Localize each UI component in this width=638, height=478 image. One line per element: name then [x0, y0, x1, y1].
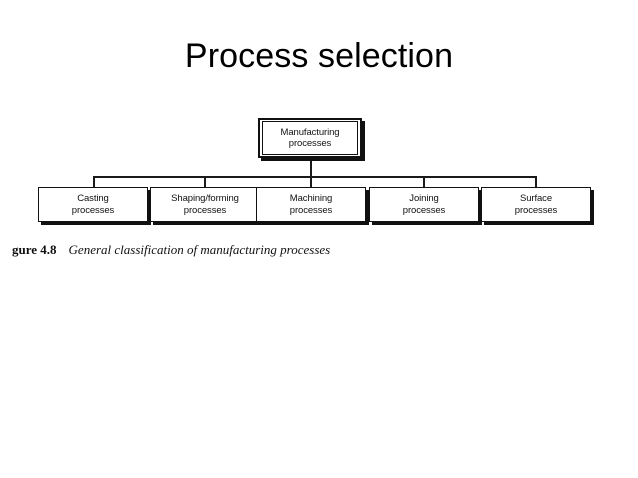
connector-drop-joining [423, 176, 425, 187]
connector-horizontal-bus [93, 176, 537, 178]
connector-drop-casting [93, 176, 95, 187]
figure-caption-number: gure 4.8 [12, 242, 57, 257]
node-machining-processes: Machining processes [256, 187, 366, 222]
node-label: Machining processes [289, 193, 333, 216]
node-inner-frame: Manufacturing processes [262, 121, 358, 155]
figure-caption: gure 4.8 General classification of manufa… [12, 242, 330, 258]
connector-drop-shaping [204, 176, 206, 187]
node-label: Manufacturing processes [280, 126, 340, 150]
connector-root-vertical [310, 158, 312, 178]
connector-drop-surface [535, 176, 537, 187]
node-label: Joining processes [402, 193, 446, 216]
node-label: Casting processes [71, 193, 115, 216]
page-title: Process selection [184, 37, 454, 75]
node-shaping-forming-processes: Shaping/forming processes [150, 187, 260, 222]
figure-caption-text: General classification of manufacturing … [68, 242, 331, 257]
node-manufacturing-processes: Manufacturing processes [258, 118, 362, 158]
node-label: Surface processes [514, 193, 558, 216]
node-surface-processes: Surface processes [481, 187, 591, 222]
node-joining-processes: Joining processes [369, 187, 479, 222]
connector-drop-machining [310, 176, 312, 187]
node-casting-processes: Casting processes [38, 187, 148, 222]
node-label: Shaping/forming processes [171, 193, 239, 216]
